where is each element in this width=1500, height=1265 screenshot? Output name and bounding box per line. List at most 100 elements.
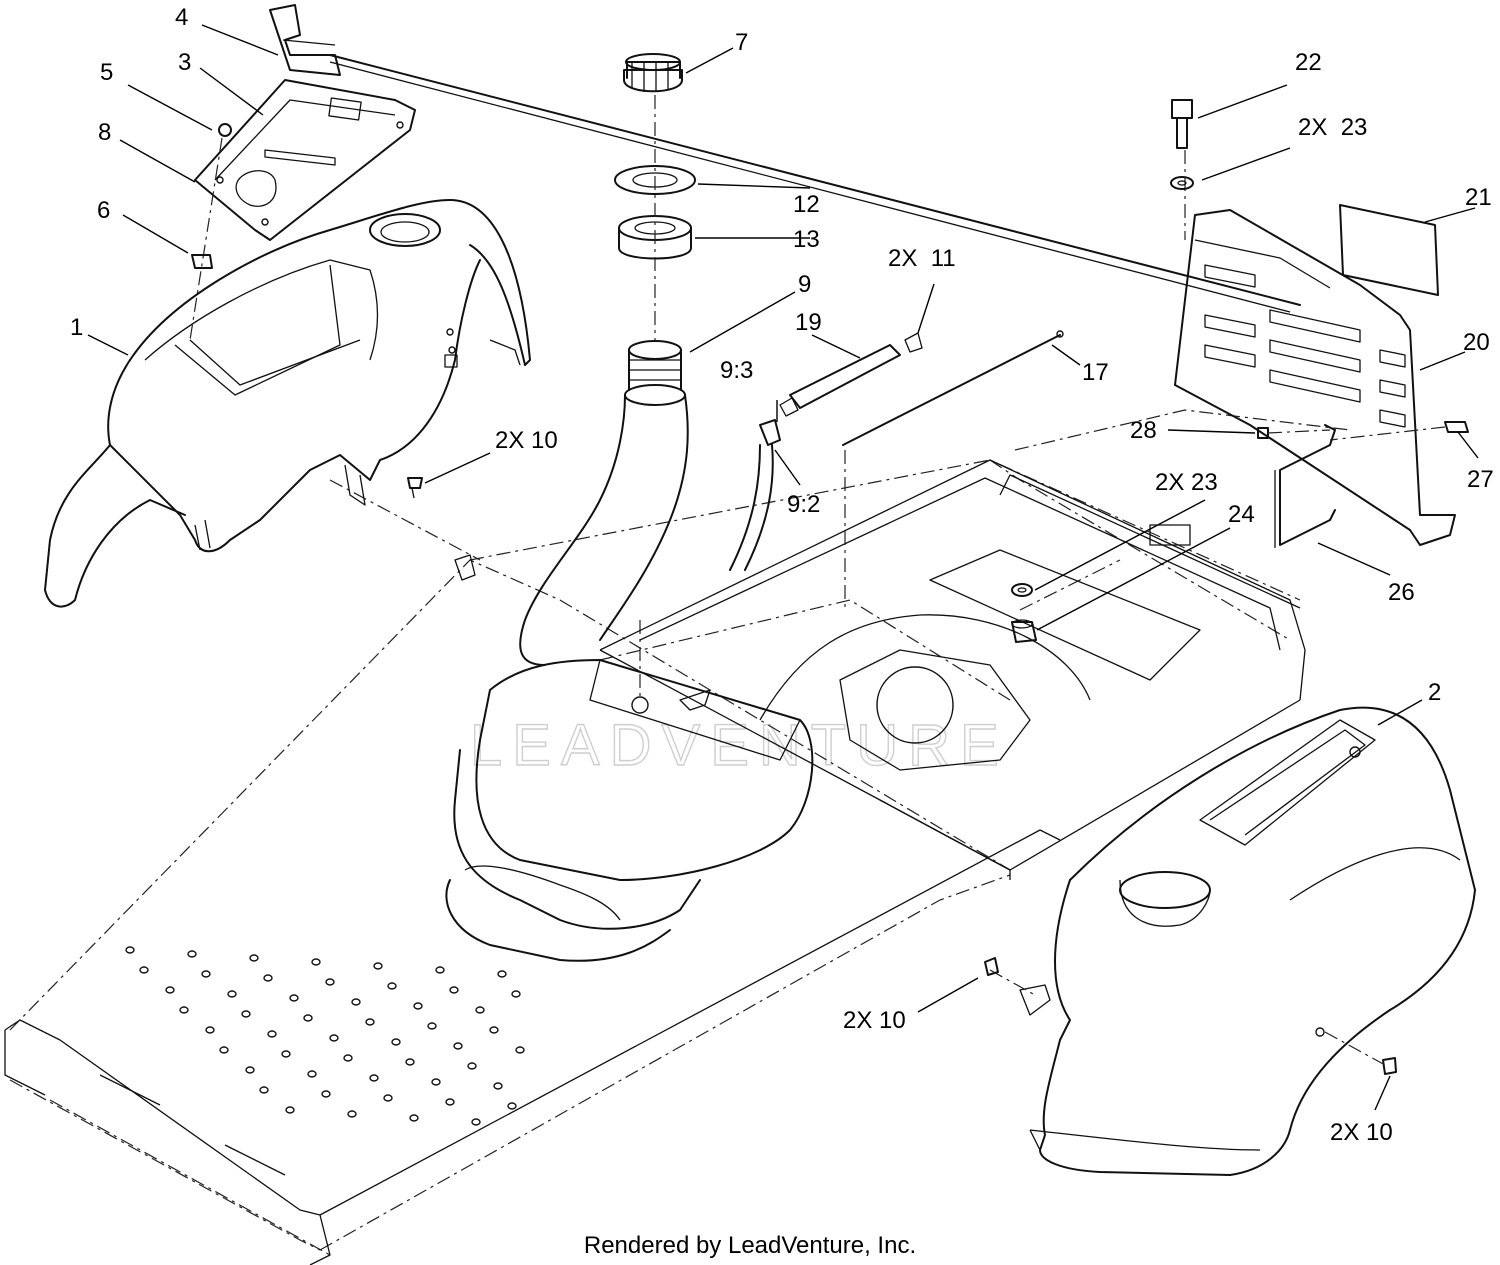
floor-hole: [369, 1074, 379, 1082]
floor-hole: [321, 1090, 331, 1098]
callout-10-left: 2X 10: [495, 427, 558, 454]
left-fender: [44, 199, 531, 608]
floor-hole: [165, 986, 175, 994]
callout-11: 2X 11: [888, 245, 956, 272]
right-fender: [1019, 706, 1476, 1176]
callout-labels: 1 2 3 4 5 6 7 8 9 9:3 9:2 2X 10 2X 10 2X…: [70, 4, 1494, 1146]
floor-hole: [267, 1030, 277, 1038]
floor-hole: [471, 1118, 481, 1126]
frame-deck: [599, 459, 1306, 880]
floor-hole: [383, 1094, 393, 1102]
bolt-22: [1171, 99, 1193, 149]
floor-hole: [343, 1054, 353, 1062]
filler-neck: [519, 340, 689, 666]
callout-26: 26: [1388, 579, 1415, 606]
footer-credit: Rendered by LeadVenture, Inc.: [584, 1232, 916, 1259]
nut-6: [191, 254, 213, 269]
shift-handle: [269, 4, 341, 76]
callout-21: 21: [1465, 184, 1492, 211]
floor-hole: [205, 1026, 215, 1034]
floor-hole: [125, 946, 135, 954]
floor-hole: [515, 1046, 525, 1054]
floor-hole: [409, 1114, 419, 1122]
floor-hole: [179, 1006, 189, 1014]
floor-holes: [125, 946, 525, 1126]
callout-13: 13: [793, 226, 820, 253]
leader-lines: [87, 24, 1479, 1111]
callout-23-bottom: 2X 23: [1155, 469, 1218, 496]
frame-chassis: [9, 150, 1351, 1256]
callout-10-right-a: 2X 10: [843, 1007, 906, 1034]
floor-hole: [325, 978, 335, 986]
floor-hole: [347, 1110, 357, 1118]
callout-24: 24: [1228, 501, 1255, 528]
washer-23-top: [1170, 176, 1194, 190]
floor-hole: [187, 950, 197, 958]
panel-slot: [1204, 264, 1256, 288]
floor-hole: [373, 962, 383, 970]
panel-slot: [1204, 344, 1256, 368]
floor-hole: [365, 1018, 375, 1026]
callout-9-3: 9:3: [720, 357, 753, 384]
callout-22: 22: [1295, 49, 1322, 76]
floor-hole: [387, 982, 397, 990]
screw-27: [1329, 421, 1469, 441]
callout-9-2: 9:2: [787, 491, 820, 518]
panel-slot: [1379, 349, 1406, 368]
shift-rod: [329, 54, 1301, 313]
callout-1: 1: [70, 314, 83, 341]
vent-hose: [729, 332, 923, 571]
panel-slot: [1204, 314, 1256, 338]
floor-hole: [139, 966, 149, 974]
floor-hole: [413, 1002, 423, 1010]
floor-hole: [259, 1086, 269, 1094]
panel-slot: [1269, 339, 1361, 373]
callout-9: 9: [798, 271, 811, 298]
floor-hole: [227, 990, 237, 998]
callout-4: 4: [175, 4, 188, 31]
callout-19: 19: [795, 309, 822, 336]
floor-hole: [249, 954, 259, 962]
panel-slot: [1269, 369, 1361, 403]
floor-hole: [445, 1098, 455, 1106]
callout-12: 12: [793, 191, 820, 218]
callout-6: 6: [97, 197, 110, 224]
floor-hole: [307, 1070, 317, 1078]
fuel-tank: [445, 659, 814, 962]
floor-hole: [285, 1106, 295, 1114]
floor-hole: [329, 1034, 339, 1042]
floor-hole: [391, 1038, 401, 1046]
floor-hole: [351, 998, 361, 1006]
floor-hole: [467, 1062, 477, 1070]
callout-10-right-b: 2X 10: [1330, 1119, 1393, 1146]
panel-slot: [1379, 409, 1406, 428]
callout-3: 3: [178, 49, 191, 76]
rod-17: [842, 330, 1064, 446]
floor-hole: [201, 970, 211, 978]
callout-28: 28: [1130, 417, 1157, 444]
washer-23-bottom: [1011, 583, 1033, 597]
floor-hole: [511, 990, 521, 998]
floor-hole: [311, 958, 321, 966]
floor-hole: [245, 1066, 255, 1074]
floor-hole: [303, 1014, 313, 1022]
floor-hole: [453, 1042, 463, 1050]
floor-hole: [219, 1046, 229, 1054]
floor-hole: [489, 1026, 499, 1034]
floor-hole: [431, 1078, 441, 1086]
floor-hole: [435, 966, 445, 974]
rear-panel: [1174, 209, 1456, 546]
screw-5: [189, 123, 232, 341]
callout-5: 5: [100, 59, 113, 86]
floor-pan: [4, 829, 1061, 1265]
callout-27: 27: [1467, 466, 1494, 493]
screw-10-right: [984, 957, 1397, 1075]
floor-hole: [405, 1058, 415, 1066]
clip-28: [1257, 427, 1331, 439]
panel-slot: [1269, 309, 1361, 343]
callout-2: 2: [1428, 679, 1441, 706]
panel-slots: [1204, 264, 1406, 428]
control-panel: [194, 79, 416, 241]
callout-8: 8: [98, 119, 111, 146]
